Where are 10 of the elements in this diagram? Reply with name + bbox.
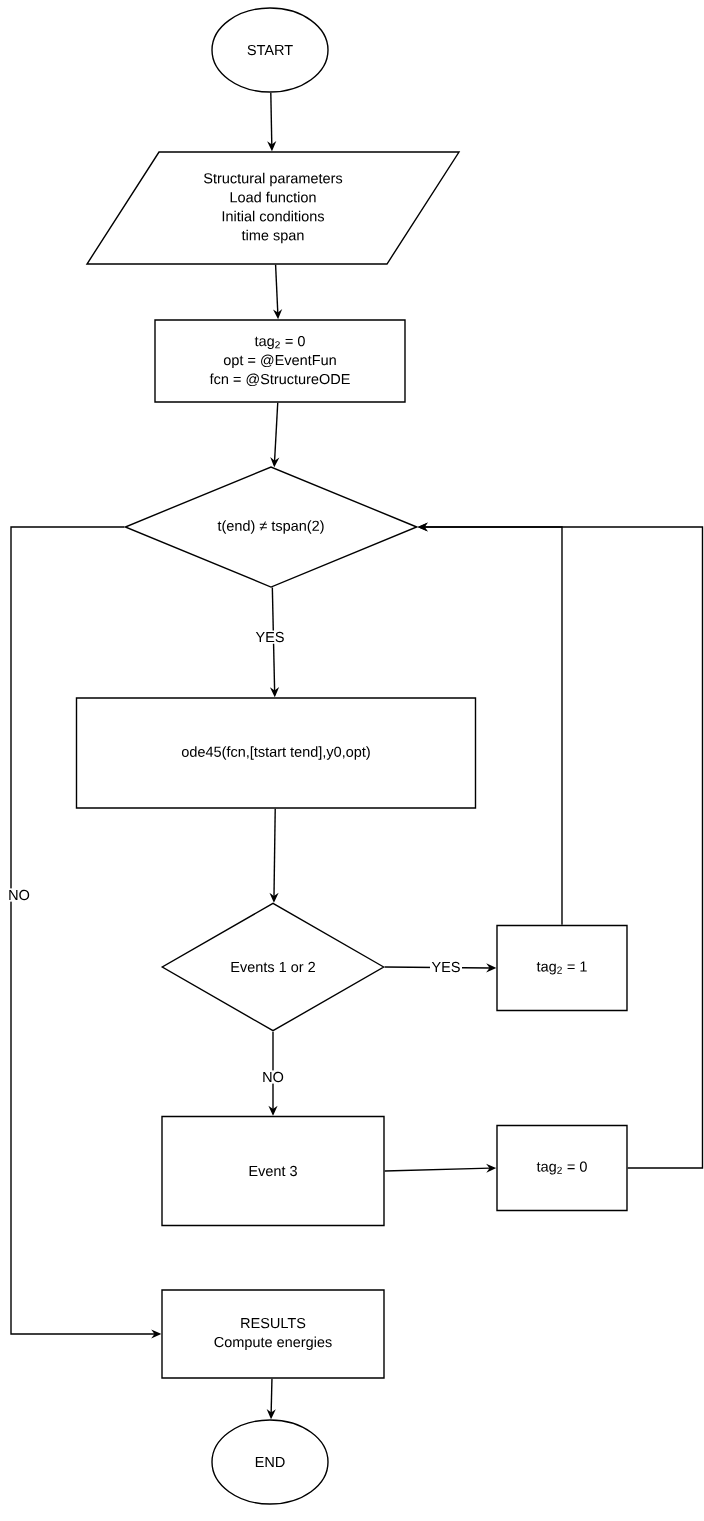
process-box: ode45(fcn,[tstart tend],y0,opt) [75,697,477,809]
edge-label: YES [430,960,462,974]
process-box: RESULTS Compute energies [161,1289,385,1379]
process-box: Event 3 [161,1115,385,1227]
edge-label: YES [254,630,286,644]
process-box: tag$_{2}$ = 1 [496,924,628,1012]
edge-label: NO [6,888,32,902]
process-box: tag$_{2}$ = 0 [496,1124,628,1212]
edge-label: NO [260,1070,286,1084]
process-box: tag$_{2}$ = 0 opt = @EventFun fcn = @StructureODE [154,319,406,403]
